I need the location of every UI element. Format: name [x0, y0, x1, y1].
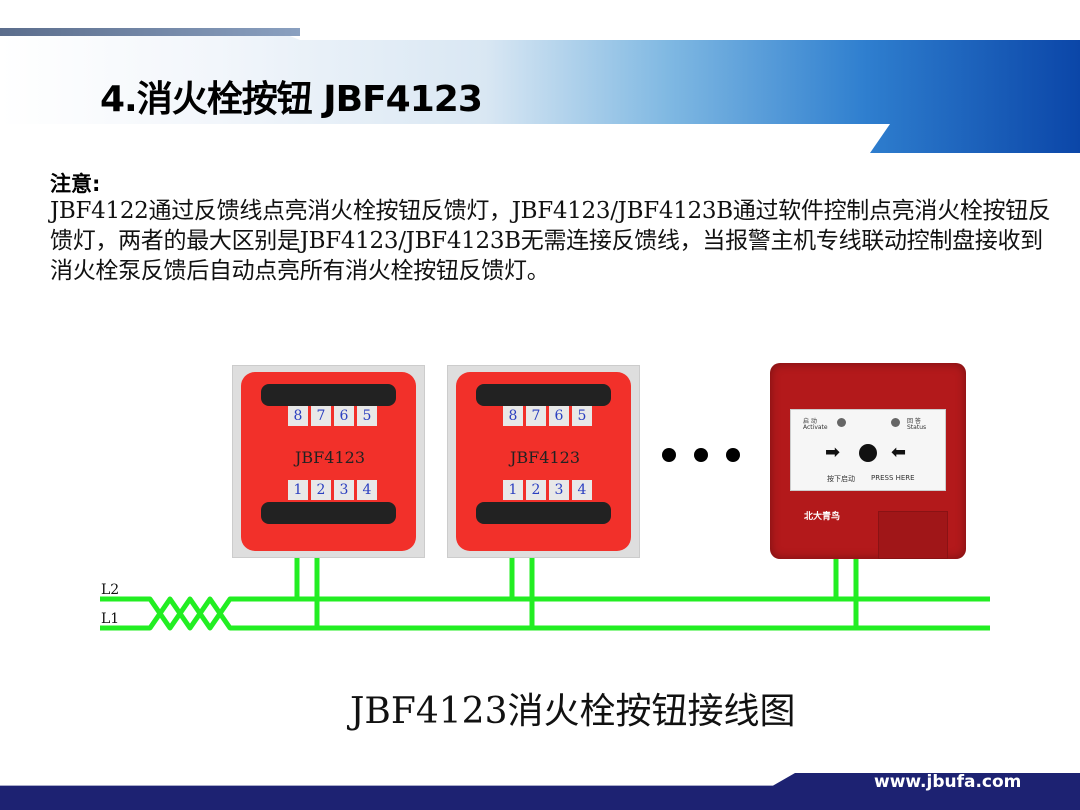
wire-label-l1: L1 [101, 611, 120, 627]
hydrant-button-device: 启 动 Activate 回 答 Status ➡ ⬅ 按下启动 PRESS H… [770, 363, 966, 559]
arrow-left-icon: ⬅ [891, 442, 907, 463]
wire-label-l2: L2 [101, 582, 120, 598]
arrow-right-icon: ➡ [825, 442, 841, 463]
note-label: 注意: [50, 172, 101, 196]
press-button-icon [859, 444, 877, 462]
header-accent [0, 28, 300, 36]
ellipsis-dots [662, 448, 740, 462]
activate-led-icon [837, 418, 846, 427]
device-flap [878, 511, 948, 559]
note-text: JBF4122通过反馈线点亮消火栓按钮反馈灯，JBF4123/JBF4123B通… [50, 198, 1051, 284]
brand-logo: 北大青鸟 [804, 512, 841, 522]
module-label: JBF4123 [295, 448, 365, 467]
status-led-icon [891, 418, 900, 427]
wire-l1 [100, 596, 990, 631]
slide-title: 4.消火栓按钮 JBF4123 [100, 79, 483, 120]
diagram-caption: JBF4123消火栓按钮接线图 [350, 691, 796, 732]
module-label: JBF4123 [510, 448, 580, 467]
device-panel: 启 动 Activate 回 答 Status ➡ ⬅ 按下启动 PRESS H… [790, 409, 946, 491]
footer-url: www.jbufa.com [874, 772, 1022, 792]
